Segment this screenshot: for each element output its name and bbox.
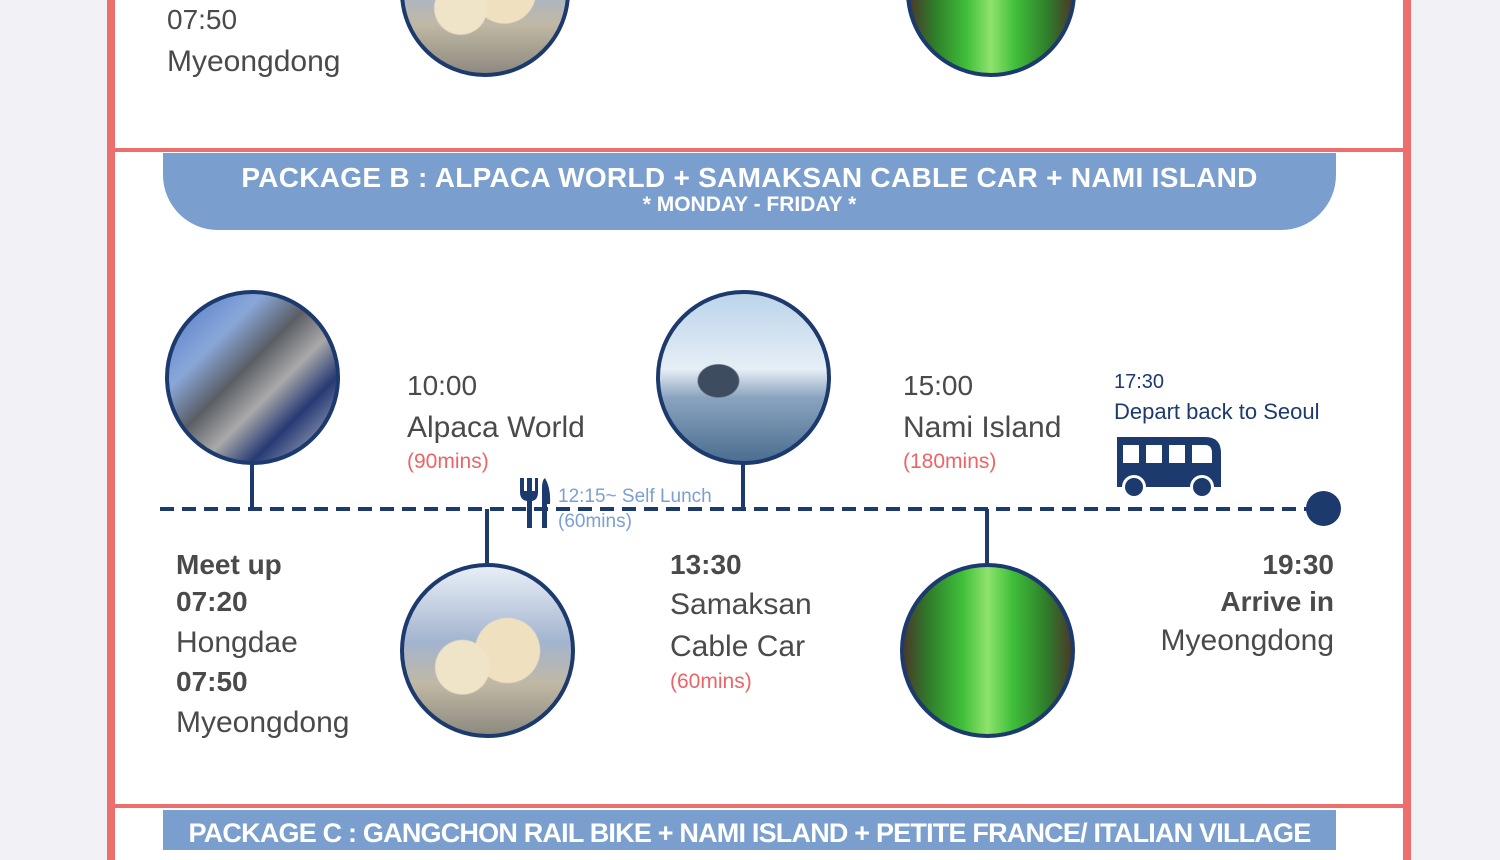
stop-place-line2: Cable Car [670,630,806,663]
bus-icon [1117,437,1221,499]
timeline-stem [741,463,745,509]
lunch-duration: (60mins) [558,511,632,532]
arrival-time: 19:30 [1262,549,1334,580]
hongdae-photo [165,290,340,465]
section-divider [107,148,1411,152]
arrival-label: Arrive in [1220,586,1334,617]
stop-time: 13:30 [670,549,742,580]
lunch-time: 12:15~ Self Lunch [558,486,712,507]
package-a-time: 07:50 [167,4,238,35]
forest-photo [900,563,1075,738]
fork-knife-icon [520,478,551,528]
alpaca-photo [400,563,575,738]
timeline-stem [985,509,989,565]
stop-time: 10:00 [407,370,478,401]
package-c-title: PACKAGE C : GANGCHON RAIL BIKE + NAMI IS… [188,818,1312,848]
meetup-time-2: 07:50 [176,666,248,697]
stop-place-line1: Samaksan [670,588,812,621]
cable-car-photo [656,290,831,465]
stop-place: Alpaca World [407,411,585,444]
package-b-title: PACKAGE B : ALPACA WORLD + SAMAKSAN CABL… [241,162,1258,193]
stop-duration: (180mins) [903,450,997,473]
stop-duration: (90mins) [407,450,489,473]
meetup-time-1: 07:20 [176,586,248,617]
package-b-days: * MONDAY - FRIDAY * [642,193,857,216]
timeline-line [160,507,1320,511]
stop-time: 15:00 [903,370,974,401]
timeline-stem [485,509,489,565]
stop-duration: (60mins) [670,670,752,693]
package-c-banner: PACKAGE C : GANGCHON RAIL BIKE + NAMI IS… [163,810,1336,850]
timeline-end-dot [1306,491,1341,526]
package-a-place: Myeongdong [167,45,341,78]
meetup-label: Meet up [176,549,282,580]
timeline-stem [250,463,254,509]
stop-place: Nami Island [903,411,1062,444]
depart-time: 17:30 [1114,371,1165,393]
meetup-place-2: Myeongdong [176,706,350,739]
depart-label: Depart back to Seoul [1114,399,1320,424]
section-divider [107,804,1411,808]
meetup-place-1: Hongdae [176,626,298,659]
arrival-place: Myeongdong [1160,624,1334,657]
package-b-banner: PACKAGE B : ALPACA WORLD + SAMAKSAN CABL… [163,153,1336,230]
